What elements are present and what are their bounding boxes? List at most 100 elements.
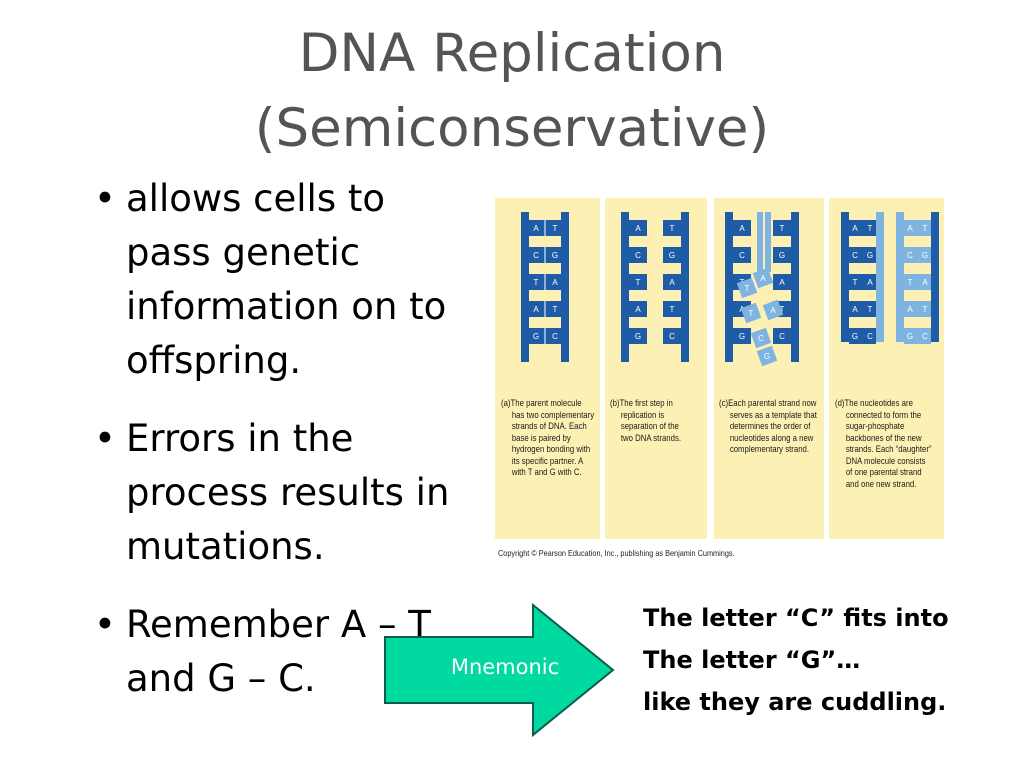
base-label: A: [867, 278, 873, 287]
base: [773, 328, 791, 344]
bullet-1-line-4: offspring.: [126, 339, 302, 382]
base-label: T: [636, 278, 641, 287]
base-label: A: [922, 278, 928, 287]
bullet-3-line-2: and G – C.: [126, 657, 316, 700]
strand-backbone: [725, 212, 733, 362]
free-nucleotide: [762, 299, 784, 321]
base: [629, 247, 647, 263]
base-pair: [849, 247, 876, 263]
bullet-dot: •: [94, 177, 116, 220]
base-label: T: [534, 278, 539, 287]
bullet-item-1: • allows cells to pass genetic informati…: [88, 172, 488, 388]
caption-d: (d)The nucleotides are connected to form…: [835, 398, 932, 490]
bullet-1-line-3: information on to: [126, 285, 447, 328]
base-label: C: [635, 251, 641, 260]
bullet-item-3: • Remember A – T and G – C.: [88, 598, 488, 706]
strand-backbone: [621, 212, 629, 362]
base-label: G: [669, 251, 675, 260]
bullet-dot: •: [94, 603, 116, 646]
caption-a: (a)The parent molecule has two complemen…: [501, 398, 595, 478]
strand-backbone: [896, 212, 904, 342]
base-label: A: [669, 278, 675, 287]
base-label: A: [635, 305, 641, 314]
base-label: C: [907, 251, 913, 260]
base-label: T: [780, 305, 785, 314]
base: [663, 247, 681, 263]
strand-backbone: [681, 212, 689, 362]
bullet-1-line-1: allows cells to: [126, 177, 386, 220]
base-label: G: [764, 352, 770, 361]
free-nucleotide: [750, 327, 772, 349]
base-label: A: [552, 278, 558, 287]
base-label: G: [739, 332, 745, 341]
strand-backbone: [931, 212, 939, 342]
strand-backbone: [561, 212, 569, 362]
base-label: T: [868, 224, 873, 233]
base: [629, 301, 647, 317]
bullet-dot: •: [94, 417, 116, 460]
bullet-2-line-1: Errors in the: [126, 417, 354, 460]
base-label: G: [922, 251, 928, 260]
base-label: T: [553, 305, 558, 314]
base-pair: [904, 220, 931, 236]
base-label: C: [852, 251, 858, 260]
base: [663, 328, 681, 344]
base-pair: [904, 274, 931, 290]
base-label: A: [907, 305, 913, 314]
base: [663, 301, 681, 317]
base-label: C: [669, 332, 675, 341]
base-pair: [904, 301, 931, 317]
base-label: C: [867, 332, 873, 341]
base-pair: [849, 220, 876, 236]
bullet-item-2: • Errors in the process results in mutat…: [88, 412, 488, 574]
base-label: C: [758, 334, 764, 343]
free-nucleotide: [736, 277, 758, 299]
base-label: A: [852, 224, 858, 233]
base-label: C: [739, 251, 745, 260]
base: [629, 220, 647, 236]
base-pair: [849, 274, 876, 290]
bullet-2-line-3: mutations.: [126, 525, 325, 568]
strand-backbone: [791, 212, 799, 362]
base-label: T: [749, 309, 754, 318]
base-label: A: [760, 274, 766, 283]
base-label: T: [745, 284, 750, 293]
base: [733, 247, 751, 263]
copyright-text: Copyright © Pearson Education, Inc., pub…: [498, 548, 735, 558]
base: [733, 220, 751, 236]
base-label: A: [635, 224, 641, 233]
base-label: G: [907, 332, 913, 341]
free-nucleotide: [752, 267, 774, 289]
base-label: A: [533, 224, 539, 233]
base-label: T: [908, 278, 913, 287]
base-label: T: [853, 278, 858, 287]
base-label: T: [923, 224, 928, 233]
base-label: T: [923, 305, 928, 314]
strand-backbone: [876, 212, 884, 342]
base: [773, 247, 791, 263]
new-strand-backbone: [757, 212, 763, 272]
dna-strands-diagram: ATCGTAATGCATCGTAATGCATCGTAATGCTATACGATCG…: [521, 212, 939, 367]
base-label: G: [852, 332, 858, 341]
slide-title-line-2: (Semiconservative): [254, 98, 770, 159]
note-line-1: The letter “C” fits into: [643, 604, 949, 632]
bullet-list: • allows cells to pass genetic informati…: [88, 172, 488, 706]
base: [773, 220, 791, 236]
strand-backbone: [841, 212, 849, 342]
base-pair: [904, 247, 931, 263]
bullet-1-line-2: pass genetic: [126, 231, 361, 274]
base-label: C: [922, 332, 928, 341]
base-label: A: [739, 224, 745, 233]
base-label: A: [770, 306, 776, 315]
base-label: A: [779, 278, 785, 287]
base-label: G: [779, 251, 785, 260]
base-pair: [849, 328, 876, 344]
base-label: T: [670, 305, 675, 314]
strand-backbone: [521, 212, 529, 362]
base-pair: [904, 328, 931, 344]
new-strand-backbone: [765, 212, 771, 272]
base-label: G: [552, 251, 558, 260]
note-line-2: The letter “G”…: [643, 646, 861, 674]
slide-title-line-1: DNA Replication: [298, 23, 726, 84]
